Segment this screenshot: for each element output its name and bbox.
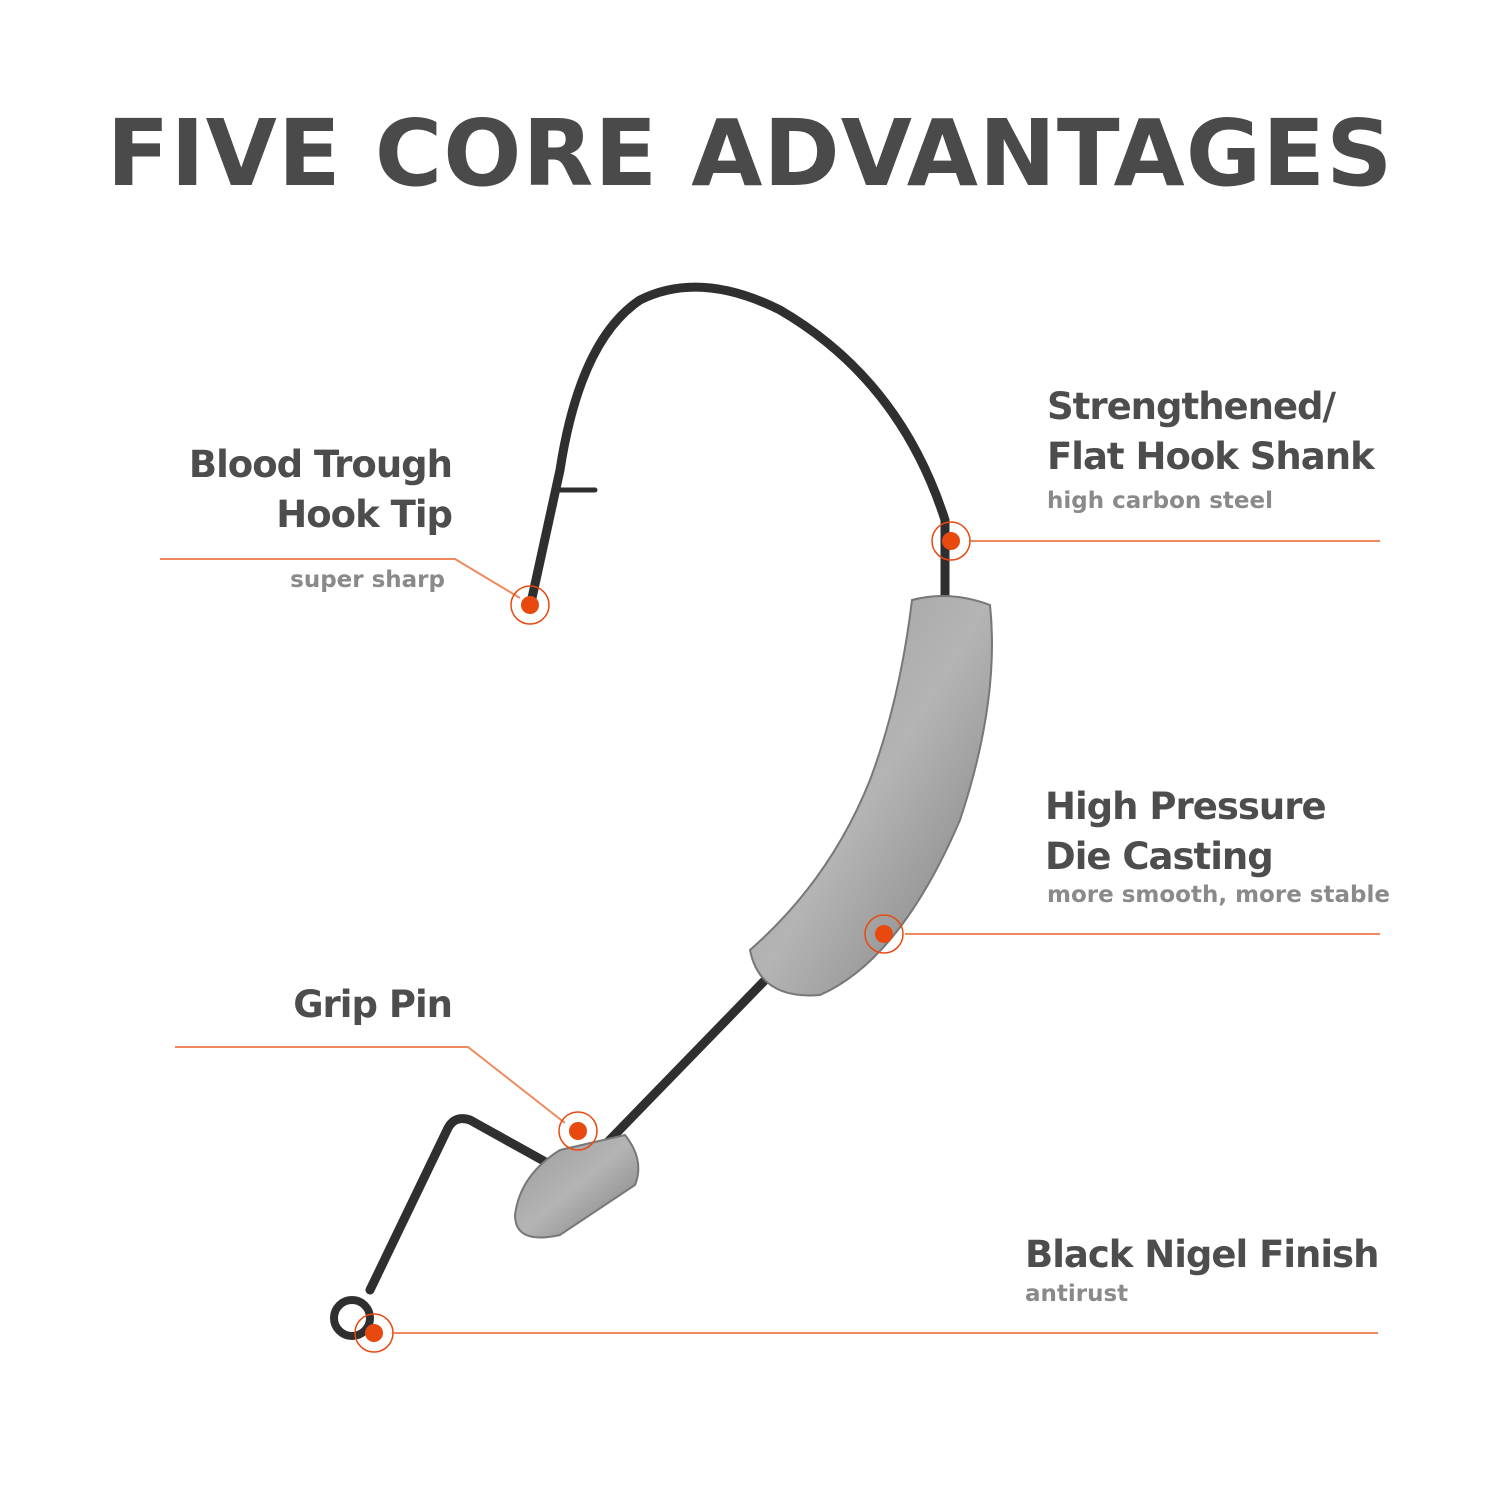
- feature-shank-subtitle: high carbon steel: [1047, 488, 1274, 514]
- page-title: FIVE CORE ADVANTAGES: [106, 100, 1394, 207]
- title-line: Blood Trough: [188, 443, 453, 486]
- feature-finish-title: Black Nigel Finish: [1025, 1230, 1379, 1280]
- marker-tip: [510, 585, 550, 625]
- sinker-weight: [748, 595, 993, 997]
- callout-markers: [354, 521, 971, 1353]
- title-line: Grip Pin: [293, 983, 453, 1026]
- feature-tip-subtitle: super sharp: [290, 567, 445, 593]
- feature-casting-title: High Pressure Die Casting: [1045, 782, 1327, 882]
- title-line: Flat Hook Shank: [1047, 435, 1375, 478]
- callout-line-grip: [175, 1046, 566, 1124]
- marker-grip: [558, 1111, 598, 1151]
- marker-finish: [354, 1313, 394, 1353]
- feature-tip-title: Blood Trough Hook Tip: [100, 440, 453, 540]
- title-line: Strengthened/: [1047, 385, 1336, 428]
- marker-shank: [931, 521, 971, 561]
- title-line: Hook Tip: [276, 493, 453, 536]
- title-line: High Pressure: [1045, 785, 1327, 828]
- hook-wire: [365, 282, 950, 1295]
- feature-shank-title: Strengthened/ Flat Hook Shank: [1047, 382, 1375, 482]
- callout-line-tip: [160, 558, 521, 599]
- feature-grip-title: Grip Pin: [100, 980, 453, 1030]
- callout-lines: [160, 540, 1380, 1334]
- title-line: Die Casting: [1045, 835, 1274, 878]
- marker-casting: [864, 914, 904, 954]
- feature-casting-subtitle: more smooth, more stable: [1047, 882, 1390, 908]
- title-line: Black Nigel Finish: [1025, 1233, 1379, 1276]
- grip-pin-weight: [513, 1133, 640, 1239]
- feature-finish-subtitle: antirust: [1025, 1281, 1129, 1307]
- hook-eye: [330, 1296, 374, 1340]
